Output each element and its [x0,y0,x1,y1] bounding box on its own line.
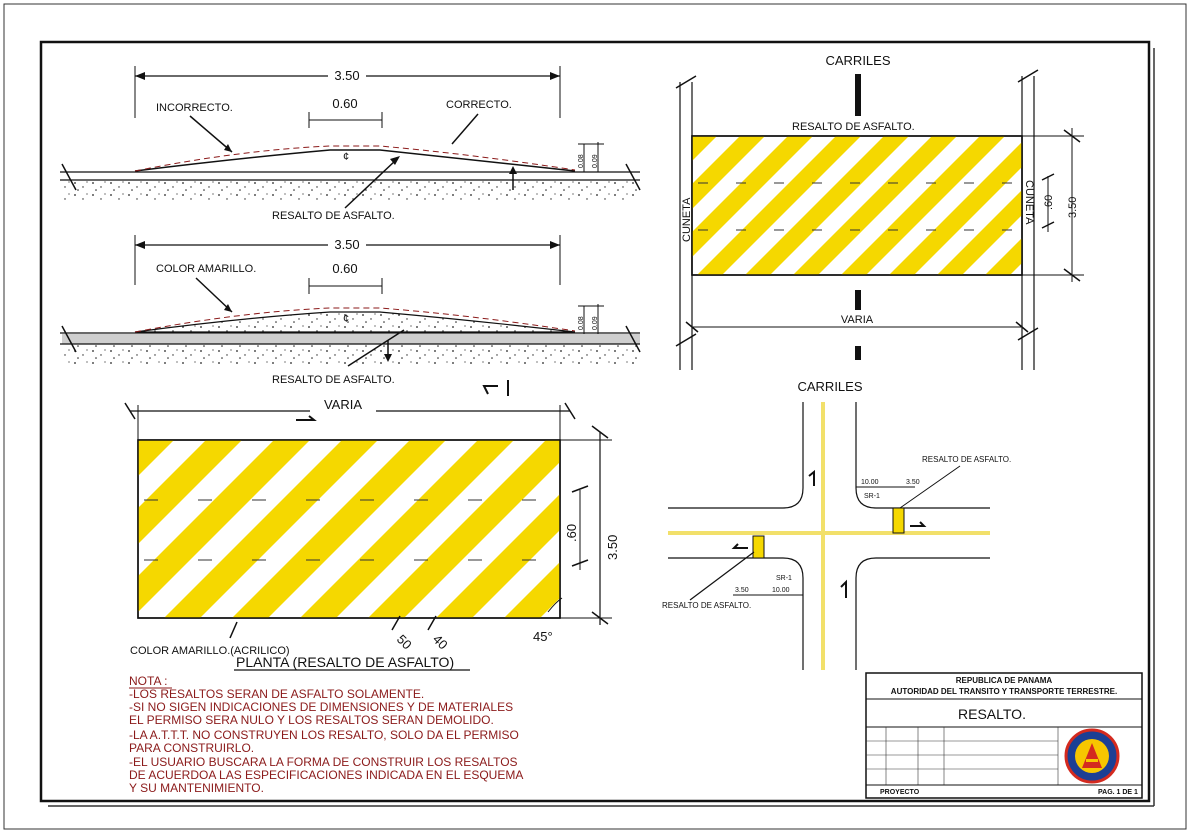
section1-incorrect-label: INCORRECTO. [156,102,233,114]
note-line-3: -LA A.T.T.T. NO CONSTRUYEN LOS RESALTO, … [129,728,519,742]
plan-stripe-2 [138,440,242,544]
section2-height-a: 0.08 [578,316,585,330]
top-right-stripe-2 [692,136,765,209]
top-right-stripe-0 [505,136,669,275]
plan-lane-dim: .60 [564,524,579,542]
section1-height-b: 0.09 [592,154,599,168]
plan-stripe-1 [138,440,174,476]
top-right-stripe-9 [937,190,1022,275]
plan-stripe-3 [138,440,310,612]
top-right-stripe-11 [1033,136,1190,275]
top-right-stripes [505,136,1190,275]
plan-stripes [0,440,786,618]
notes-block: NOTA : -LOS RESALTOS SERAN DE ASFALTO SO… [129,674,523,795]
top-right-bump-label: RESALTO DE ASFALTO. [792,121,915,133]
top-right-lane-dim: .60 [1043,195,1055,210]
intersection-plan: CARRILES RESALTO DE ASFALTO. 10.00 3.50 … [662,379,1011,670]
attt-logo [1064,728,1120,784]
top-right-plan: CARRILES RESALTO DE ASFALTO. CUNETA CUNE… [505,53,1190,370]
plan-color-label: COLOR AMARILLO.(ACRILICO) [130,645,290,657]
drawing-title: RESALTO. [958,706,1026,722]
top-right-carriles: CARRILES [825,53,890,68]
note-line-4: PARA CONSTRUIRLO. [129,741,254,755]
section2-centerline: ¢ [343,313,349,325]
dim-350-bottom: 3.50 [735,587,749,594]
plan-stripe-5 [232,440,446,618]
plan-stripe-b: 40 [430,632,451,653]
bump-label-top: RESALTO DE ASFALTO. [922,455,1011,464]
cuneta-right: CUNETA [1023,180,1035,225]
inner-frame [39,40,1151,803]
plan-width-label: VARIA [324,397,362,412]
title-block: REPUBLICA DE PANAMA AUTORIDAD DEL TRANSI… [865,672,1143,799]
plan-title: PLANTA (RESALTO DE ASFALTO) [236,654,454,670]
top-right-stripe-10 [985,238,1022,275]
sr-bottom: SR-1 [776,575,792,582]
section2-material-label: RESALTO DE ASFALTO. [272,374,395,386]
proyecto-label: PROYECTO [880,789,920,796]
plan-view: VARIA 3.50 .60 50 40 45° COLOR AMARILLO.… [0,380,786,671]
dim-10-top: 10.00 [861,479,879,486]
top-right-varia: VARIA [841,314,874,326]
top-right-stripe-6 [793,136,957,275]
plan-angle: 45° [533,629,553,644]
plan-stripe-0 [0,440,106,618]
top-right-stripe-4 [697,136,861,275]
section1-width-dim: 3.50 [334,68,359,83]
plan-stripe-a: 50 [394,632,415,653]
org-line1: REPUBLICA DE PANAMA [956,676,1053,685]
section2-crown-dim: 0.60 [332,261,357,276]
top-right-stripe-8 [889,142,1022,275]
plan-stripe-6 [300,440,514,618]
cuneta-left: CUNETA [681,197,693,242]
note-line-2: EL PERMISO SERA NULO Y LOS RESALTOS SERA… [129,713,494,727]
section1-height-a: 0.08 [578,154,585,168]
bump-label-bottom: RESALTO DE ASFALTO. [662,601,751,610]
plan-stripe-10 [572,440,786,618]
plan-stripe-9 [504,562,560,618]
dim-350-top: 3.50 [906,479,920,486]
top-right-stripe-5 [745,136,909,275]
top-right-depth-dim: 3.50 [1067,197,1079,218]
note-line-6: DE ACUERDOA LAS ESPECIFICACIONES INDICAD… [129,768,523,782]
pag-label: PAG. 1 DE 1 [1098,789,1138,796]
top-right-stripe-1 [692,136,717,161]
section2-color-label: COLOR AMARILLO. [156,263,256,275]
section-1-profile: 3.50 0.60 INCORRECTO. CORRECTO. ¢ 0.08 0… [60,66,641,222]
note-line-1: -SI NO SIGEN INDICACIONES DE DIMENSIONES… [129,700,513,714]
org-line2: AUTORIDAD DEL TRANSITO Y TRANSPORTE TERR… [891,687,1117,696]
sr-top: SR-1 [864,493,880,500]
section2-width-dim: 3.50 [334,237,359,252]
section2-height-b: 0.09 [592,316,599,330]
intersection-carriles: CARRILES [797,379,862,394]
section1-crown-dim: 0.60 [332,96,357,111]
note-line-5: -EL USUARIO BUSCARA LA FORMA DE CONSTRUI… [129,755,518,769]
notes-heading: NOTA : [129,674,167,688]
outer-frame [3,3,1187,830]
plan-stripe-4 [164,440,378,618]
plan-stripe-7 [368,440,560,618]
section1-material-label: RESALTO DE ASFALTO. [272,210,395,222]
note-line-0: -LOS RESALTOS SERAN DE ASFALTO SOLAMENTE… [129,687,424,701]
section-2-profile: 3.50 0.60 COLOR AMARILLO. ¢ 0.08 0.09 RE… [60,235,641,386]
section1-correct-label: CORRECTO. [446,99,512,111]
plan-stripe-8 [436,494,560,618]
section1-centerline: ¢ [343,151,349,163]
dim-10-bottom: 10.00 [772,587,790,594]
note-line-7: Y SU MANTENIMIENTO. [129,781,264,795]
top-right-stripe-7 [841,136,1005,275]
top-right-stripe-3 [692,136,813,257]
plan-depth-dim: 3.50 [605,535,620,560]
